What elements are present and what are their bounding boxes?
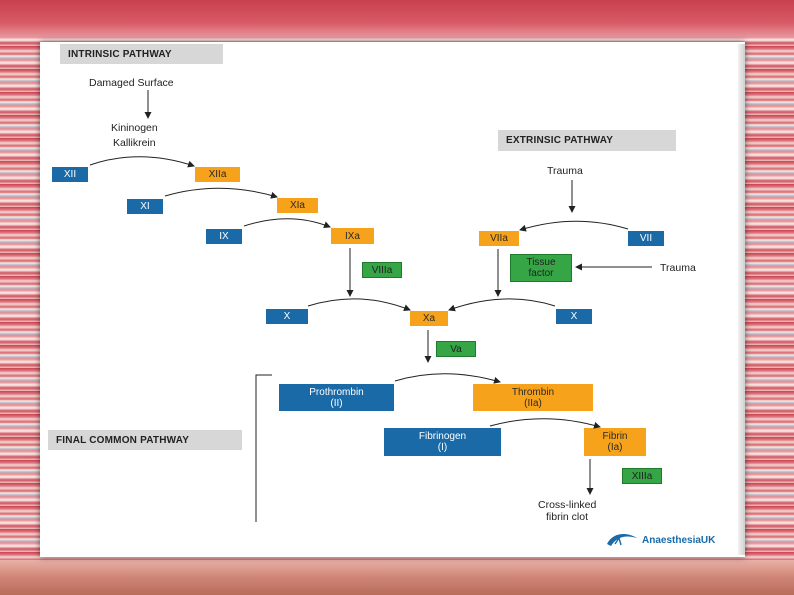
final-common-pathway-header: FINAL COMMON PATHWAY <box>48 430 242 450</box>
intrinsic-pathway-header: INTRINSIC PATHWAY <box>60 44 223 64</box>
damaged-surface-label: Damaged Surface <box>89 77 174 89</box>
factor-xa-box: Xa <box>410 311 448 326</box>
factor-x-left-box: X <box>266 309 308 324</box>
thrombin-code: (IIa) <box>524 397 542 409</box>
factor-xii-box: XII <box>52 167 88 182</box>
fibrin-name: Fibrin <box>602 431 628 442</box>
factor-vii-box: VII <box>628 231 664 246</box>
trauma-top-label: Trauma <box>547 165 583 177</box>
factor-x-right-box: X <box>556 309 592 324</box>
tissue-factor-line2: factor <box>528 268 554 279</box>
top-decorative-band <box>0 0 794 38</box>
fibrinogen-code: (I) <box>437 442 448 453</box>
factor-xiia-box: XIIa <box>195 167 240 182</box>
prothrombin-name: Prothrombin <box>309 386 364 398</box>
tissue-factor-line1: Tissue <box>526 257 556 268</box>
cross-linked-label: Cross-linked <box>538 499 597 511</box>
tissue-factor-box: Tissue factor <box>510 254 572 282</box>
thrombin-box: Thrombin (IIa) <box>473 384 593 411</box>
factor-xiiia-box: XIIIa <box>622 468 662 484</box>
extrinsic-pathway-header: EXTRINSIC PATHWAY <box>498 130 676 151</box>
prothrombin-box: Prothrombin (II) <box>279 384 394 411</box>
trauma-side-label: Trauma <box>660 262 696 274</box>
fibrinogen-box: Fibrinogen (I) <box>384 428 501 456</box>
factor-viia-box: VIIa <box>479 231 519 246</box>
bottom-decorative-band <box>0 560 794 595</box>
factor-va-box: Va <box>436 341 476 357</box>
factor-xia-box: XIa <box>277 198 318 213</box>
logo-text: AnaesthesiaUK <box>642 534 716 546</box>
thrombin-name: Thrombin <box>511 386 555 398</box>
kallikrein-label: Kallikrein <box>113 137 156 149</box>
factor-ix-box: IX <box>206 229 242 244</box>
fibrin-code: (Ia) <box>607 442 623 453</box>
kininogen-label: Kininogen <box>111 122 158 134</box>
factor-ixa-box: IXa <box>331 228 374 244</box>
card-right-edge <box>738 44 745 555</box>
fibrin-box: Fibrin (Ia) <box>584 428 646 456</box>
swoosh-icon <box>607 534 637 546</box>
factor-xi-box: XI <box>127 199 163 214</box>
prothrombin-code: (II) <box>330 397 343 409</box>
factor-viiia-box: VIIIa <box>362 262 402 278</box>
fibrinogen-name: Fibrinogen <box>418 431 467 442</box>
anaesthesia-uk-logo: AnaesthesiaUK <box>605 530 715 550</box>
fibrin-clot-label: fibrin clot <box>546 511 589 523</box>
